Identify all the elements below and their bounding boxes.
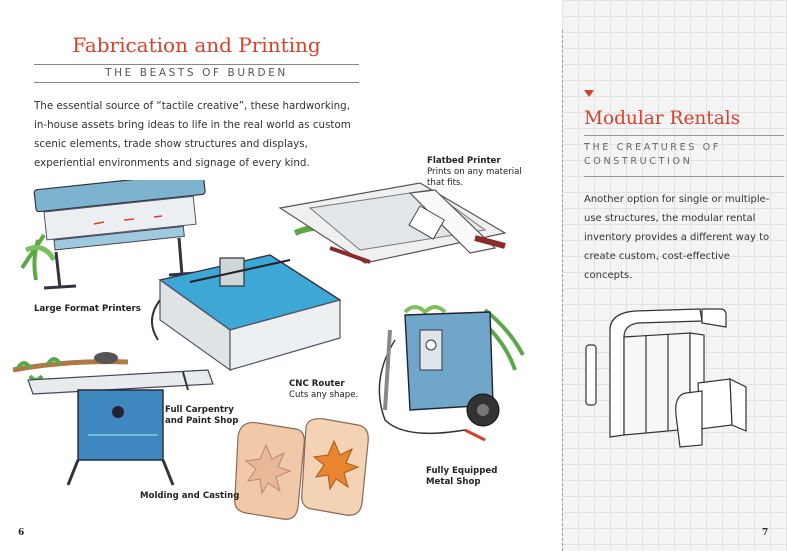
flatbed-printer-illustration xyxy=(278,182,507,264)
title-rule-top xyxy=(34,64,359,65)
title-rule-bottom xyxy=(34,82,359,83)
right-page xyxy=(562,0,787,551)
label-carpentry: Full Carpentry and Paint Shop xyxy=(165,405,250,427)
label-molding: Molding and Casting xyxy=(140,491,239,502)
page-title: Fabrication and Printing xyxy=(72,33,321,57)
label-flatbed-printer: Flatbed Printer Prints on any material t… xyxy=(427,156,537,189)
page-number-right: 7 xyxy=(762,528,769,538)
large-format-printers-title: Large Format Printers xyxy=(34,304,141,314)
flatbed-printer-desc: Prints on any material that fits. xyxy=(427,167,522,188)
right-title-rule-top xyxy=(584,135,784,136)
modular-booth-illustration xyxy=(585,308,747,448)
intro-paragraph: The essential source of “tactile creativ… xyxy=(34,100,351,169)
right-page-title: Modular Rentals xyxy=(584,108,741,129)
page-spine xyxy=(562,30,563,551)
leaf-mold-illustration xyxy=(234,418,369,520)
molding-title: Molding and Casting xyxy=(140,491,240,501)
welder-illustration xyxy=(378,305,525,442)
cnc-router-title: CNC Router xyxy=(289,379,345,389)
cnc-router-illustration xyxy=(151,254,342,372)
right-title-rule-bottom xyxy=(584,176,784,177)
table-saw-illustration xyxy=(12,352,214,486)
label-large-format-printers: Large Format Printers xyxy=(34,304,141,315)
metal-shop-title: Fully Equipped Metal Shop xyxy=(426,466,498,487)
carpentry-title: Full Carpentry and Paint Shop xyxy=(165,405,239,426)
label-cnc-router: CNC Router Cuts any shape. xyxy=(289,379,379,401)
page-subtitle: THE BEASTS OF BURDEN xyxy=(105,67,288,79)
triangle-marker-icon xyxy=(584,90,594,97)
flatbed-printer-title: Flatbed Printer xyxy=(427,156,501,166)
right-page-body: Another option for single or multiple-us… xyxy=(584,194,770,281)
right-page-subtitle: THE CREATURES OF CONSTRUCTION xyxy=(584,142,721,167)
page-number-left: 6 xyxy=(18,528,25,538)
label-metal-shop: Fully Equipped Metal Shop xyxy=(426,466,504,488)
cnc-router-desc: Cuts any shape. xyxy=(289,390,359,400)
